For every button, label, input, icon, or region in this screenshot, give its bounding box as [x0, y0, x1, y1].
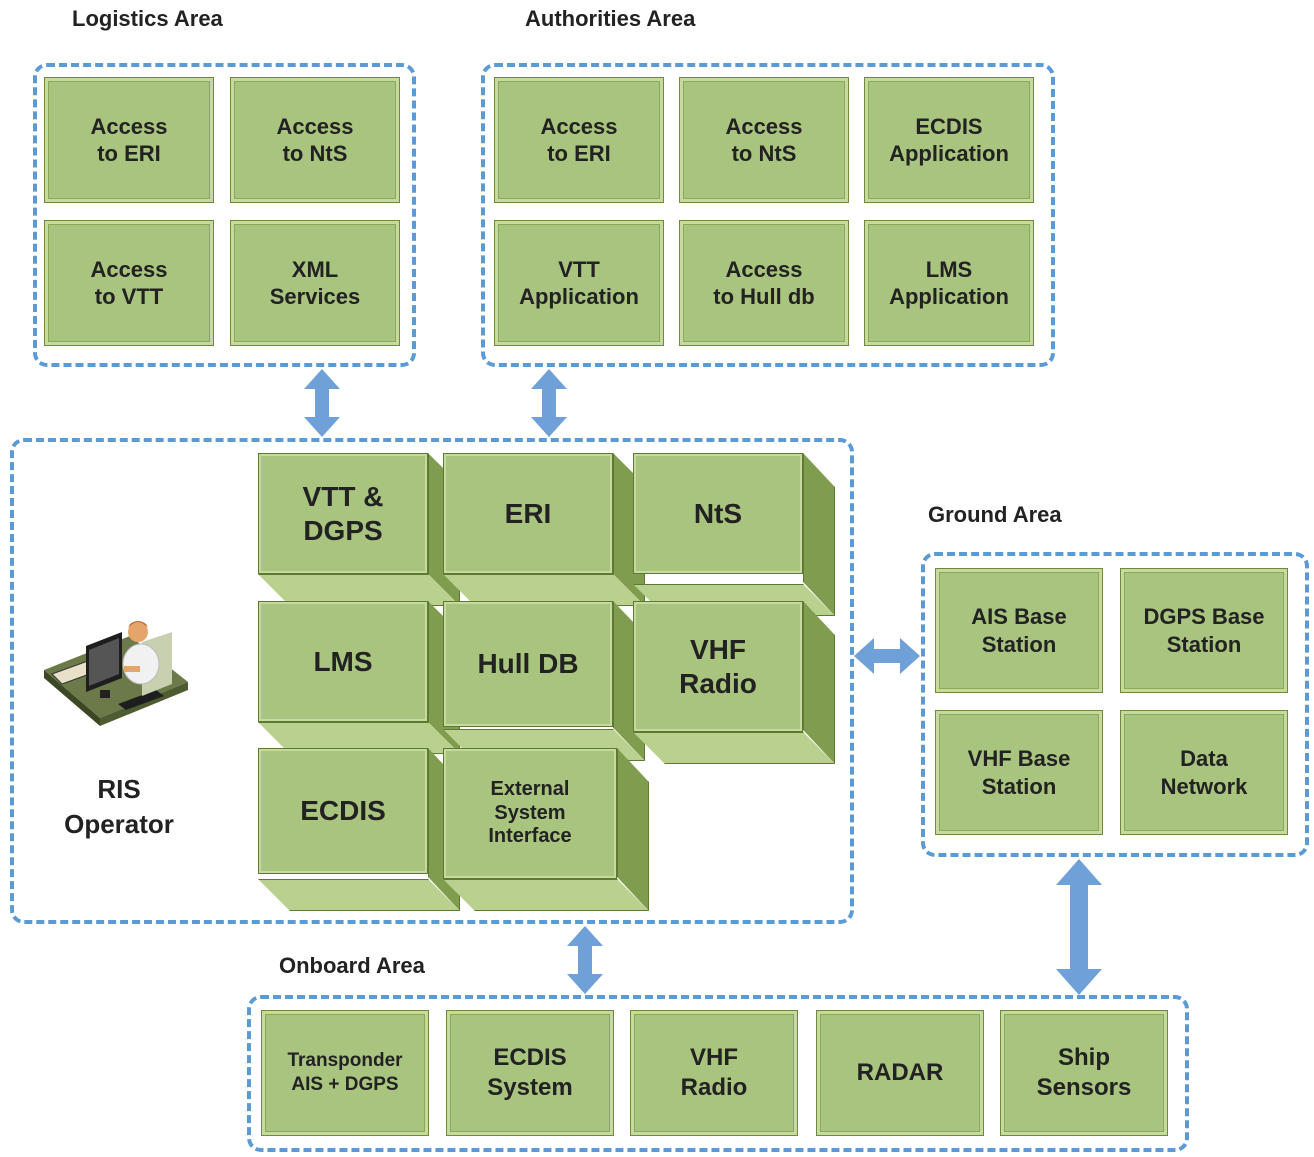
logistics-area	[33, 63, 416, 367]
authorities-box-lms-application: LMS Application	[864, 220, 1034, 346]
double-arrow-icon	[304, 369, 340, 437]
authorities-box-ecdis-application: ECDIS Application	[864, 77, 1034, 203]
onboard-area-title: Onboard Area	[279, 953, 425, 978]
onboard-box-vhf-radio: VHF Radio	[630, 1010, 798, 1136]
cube-face-label: Hull DB	[443, 601, 613, 727]
double-arrow-icon	[531, 369, 567, 437]
authorities-area	[481, 63, 1055, 367]
onboard-box-radar: RADAR	[816, 1010, 984, 1136]
ground-area	[921, 552, 1309, 857]
authorities-box-access-hull-db: Access to Hull db	[679, 220, 849, 346]
authorities-box-access-eri: Access to ERI	[494, 77, 664, 203]
double-arrow-icon	[854, 638, 920, 674]
cube-vtt-dgps: VTT & DGPS	[258, 453, 460, 606]
cube-eri: ERI	[443, 453, 645, 606]
cube-face-label: ERI	[443, 453, 613, 574]
cube-vhf-radio: VHF Radio	[633, 601, 835, 764]
authorities-area-title: Authorities Area	[525, 6, 696, 31]
cube-lms: LMS	[258, 601, 460, 754]
double-arrow-icon	[567, 926, 603, 994]
ground-box-ais-base-station: AIS Base Station	[935, 568, 1103, 693]
ris-operator-label: RIS Operator	[64, 774, 174, 840]
ris-central-area	[10, 438, 854, 924]
logistics-box-xml-services: XML Services	[230, 220, 400, 346]
cube-face-label: LMS	[258, 601, 428, 722]
onboard-box-ship-sensors: Ship Sensors	[1000, 1010, 1168, 1136]
cube-face-label: NtS	[633, 453, 803, 574]
ground-box-dgps-base-station: DGPS Base Station	[1120, 568, 1288, 693]
logistics-area-title: Logistics Area	[72, 6, 223, 31]
logistics-box-access-vtt: Access to VTT	[44, 220, 214, 346]
ground-box-data-network: Data Network	[1120, 710, 1288, 835]
cube-external-system-interface: External System Interface	[443, 748, 649, 911]
cube-face-label: VHF Radio	[633, 601, 803, 732]
authorities-box-vtt-application: VTT Application	[494, 220, 664, 346]
ground-area-title: Ground Area	[928, 502, 1062, 527]
cube-face-label: External System Interface	[443, 748, 617, 879]
onboard-box-ecdis-system: ECDIS System	[446, 1010, 614, 1136]
cube-face-label: VTT & DGPS	[258, 453, 428, 574]
onboard-box-transponder: Transponder AIS + DGPS	[261, 1010, 429, 1136]
cube-nts: NtS	[633, 453, 835, 616]
ground-box-vhf-base-station: VHF Base Station	[935, 710, 1103, 835]
cube-ecdis: ECDIS	[258, 748, 460, 911]
authorities-box-access-nts: Access to NtS	[679, 77, 849, 203]
logistics-box-access-nts: Access to NtS	[230, 77, 400, 203]
logistics-box-access-eri: Access to ERI	[44, 77, 214, 203]
double-arrow-icon	[1056, 859, 1102, 995]
onboard-area	[247, 995, 1189, 1152]
cube-hull-db: Hull DB	[443, 601, 645, 761]
cube-face-label: ECDIS	[258, 748, 428, 874]
person-at-computer-icon	[44, 621, 188, 726]
